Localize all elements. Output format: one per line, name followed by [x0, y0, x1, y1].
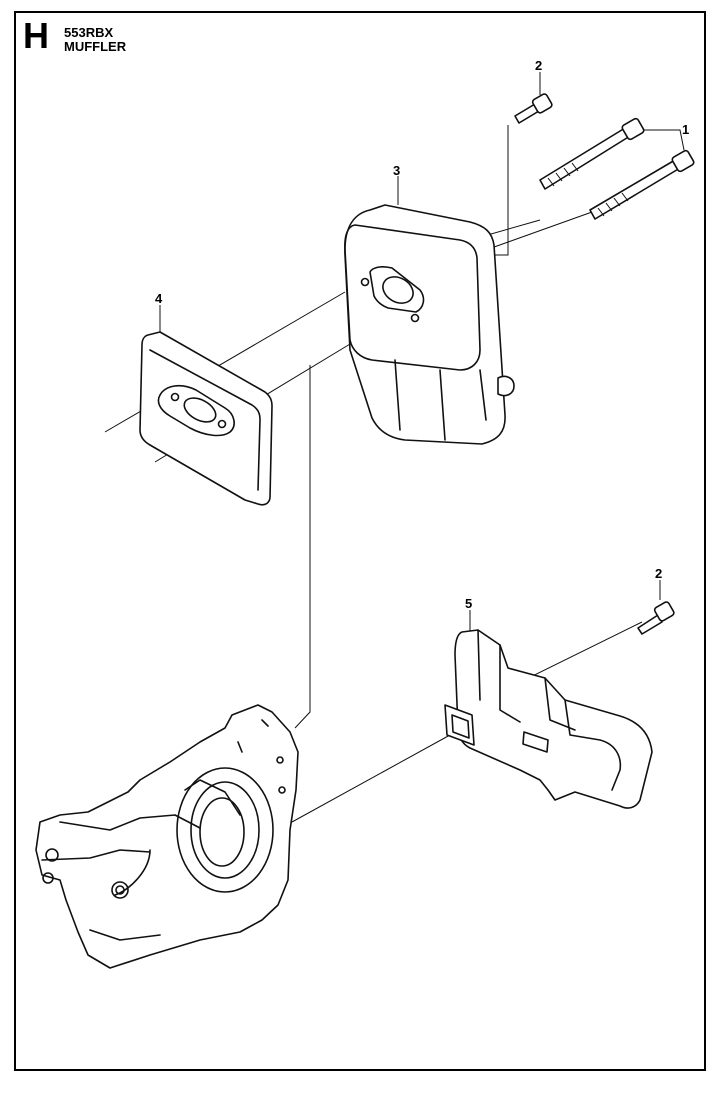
assembly-name: MUFFLER [64, 39, 127, 54]
model-number: 553RBX [64, 25, 114, 40]
long-bolt-upper [539, 117, 645, 190]
callout-1: 1 [682, 122, 689, 137]
muffler-cover [444, 629, 653, 809]
callout-3: 3 [393, 163, 400, 178]
callout-4: 4 [155, 291, 163, 306]
short-screw-lower [637, 601, 675, 635]
muffler-gasket [139, 331, 273, 506]
page-frame [14, 11, 706, 1071]
long-bolt-lower [589, 149, 695, 220]
short-screw-upper [514, 93, 553, 124]
callout-5: 5 [465, 596, 472, 611]
section-letter: H [23, 15, 49, 56]
callout-2-lower: 2 [655, 566, 662, 581]
callout-2-upper: 2 [535, 58, 542, 73]
crankcase [35, 704, 299, 969]
callout-labels: 1 2 3 4 2 5 [155, 58, 689, 611]
muffler [344, 204, 515, 445]
callout-leaders [159, 72, 685, 633]
